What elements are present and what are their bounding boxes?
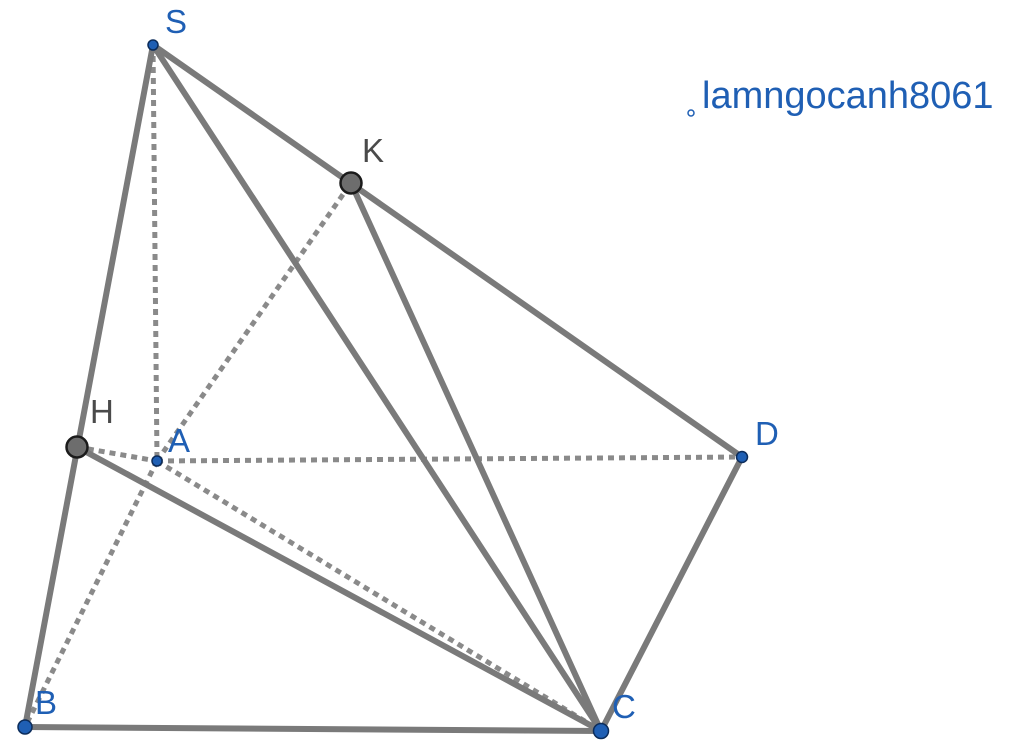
- edge-DC: [598, 454, 745, 734]
- edge-SB: [22, 42, 156, 730]
- point-K: [339, 171, 363, 195]
- label-B: B: [35, 684, 57, 721]
- label-S: S: [165, 3, 187, 40]
- edge-SC: [150, 42, 604, 734]
- watermark-dot-icon: [687, 109, 695, 117]
- label-H: H: [90, 393, 114, 430]
- label-D: D: [755, 415, 779, 452]
- edge-AK: [154, 181, 354, 463]
- edge-AB: [22, 459, 160, 729]
- point-B: [17, 719, 33, 735]
- label-K: K: [362, 132, 384, 169]
- label-C: C: [612, 688, 636, 725]
- point-H: [65, 435, 89, 459]
- watermark-text: lamngocanh8061: [702, 75, 994, 117]
- edge-BC: [22, 724, 604, 734]
- point-C: [592, 722, 610, 740]
- point-D: [735, 450, 749, 464]
- label-A: A: [168, 422, 190, 459]
- edge-AC: [155, 458, 603, 734]
- edge-SD: [150, 42, 745, 460]
- point-S: [147, 39, 159, 51]
- edge-AD: [156, 454, 743, 464]
- edge-HA: [76, 444, 158, 464]
- edge-KC: [348, 180, 604, 734]
- point-A: [151, 455, 163, 467]
- edge-HC: [74, 444, 604, 734]
- edge-SA: [150, 44, 160, 462]
